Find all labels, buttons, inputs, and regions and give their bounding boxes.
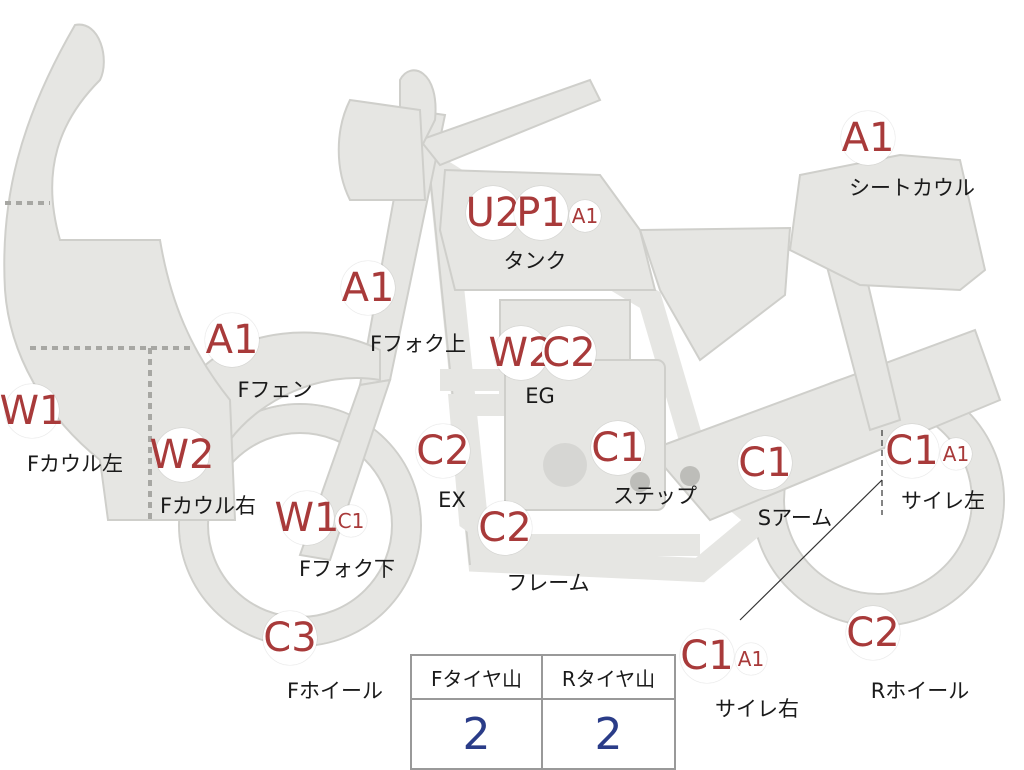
seat-cowl-shape: [788, 153, 987, 292]
part-label: Fフォク下: [298, 557, 396, 581]
part-label: Fカウル左: [26, 452, 124, 476]
condition-badge: U2: [466, 186, 520, 240]
front-cowl-shape: [3, 23, 237, 521]
part-label: サイレ右: [715, 697, 799, 721]
rear-tread-header: Rタイヤ山: [543, 656, 674, 700]
condition-badges: A1: [341, 261, 395, 315]
condition-badges: C3: [263, 611, 317, 665]
part-label: Fホイール: [286, 679, 384, 703]
condition-badge: C2: [846, 606, 900, 660]
rear-tread-value: 2: [594, 708, 623, 760]
condition-badge: A1: [569, 200, 601, 232]
part-label: Fカウル右: [159, 494, 257, 518]
part-label: ステップ: [613, 484, 697, 508]
part-label: サイレ左: [901, 489, 985, 513]
condition-badges: A1: [841, 111, 895, 165]
condition-badge: C2: [416, 424, 470, 478]
condition-badges: C2: [416, 424, 470, 478]
part-label: フレーム: [506, 571, 590, 595]
condition-badge: W1: [275, 491, 340, 545]
condition-badge: W2: [150, 428, 215, 482]
condition-badges: A1: [205, 313, 259, 367]
condition-badge: A1: [841, 111, 895, 165]
condition-badge: A1: [940, 438, 972, 470]
condition-badges: W1: [0, 384, 65, 438]
condition-badge: A1: [341, 261, 395, 315]
seat-shape: [638, 226, 792, 362]
front-tread-value: 2: [412, 700, 543, 768]
headlight-shape: [337, 98, 427, 201]
part-label: Fフォク上: [369, 332, 467, 356]
part-label: EX: [438, 488, 466, 512]
condition-badge: C1: [680, 629, 734, 683]
condition-badge: C1: [885, 424, 939, 478]
condition-badge: C3: [263, 611, 317, 665]
part-label: Fフェン: [237, 378, 313, 402]
part-label: Sアーム: [757, 506, 833, 530]
condition-badges: C1: [591, 421, 645, 475]
condition-badge: P1: [514, 186, 568, 240]
condition-badge: C1: [738, 436, 792, 490]
part-label: タンク: [503, 249, 567, 273]
condition-badges: C2: [478, 501, 532, 555]
part-label: シートカウル: [849, 176, 975, 200]
condition-badges: W2: [150, 428, 215, 482]
condition-badges: C2: [846, 606, 900, 660]
part-label: Rホイール: [870, 679, 970, 703]
condition-badge: C1: [591, 421, 645, 475]
condition-badge: C2: [542, 326, 596, 380]
condition-badge: W1: [0, 384, 65, 438]
part-label: EG: [525, 384, 555, 408]
condition-badge: W2: [489, 326, 554, 380]
front-tread-header: Fタイヤ山: [412, 656, 543, 700]
condition-badges: C1: [738, 436, 792, 490]
tire-tread-table: Fタイヤ山 Rタイヤ山 2 2: [410, 654, 676, 770]
condition-badge: C1: [335, 505, 367, 537]
condition-badge: C2: [478, 501, 532, 555]
condition-badge: A1: [735, 643, 767, 675]
condition-badge: A1: [205, 313, 259, 367]
